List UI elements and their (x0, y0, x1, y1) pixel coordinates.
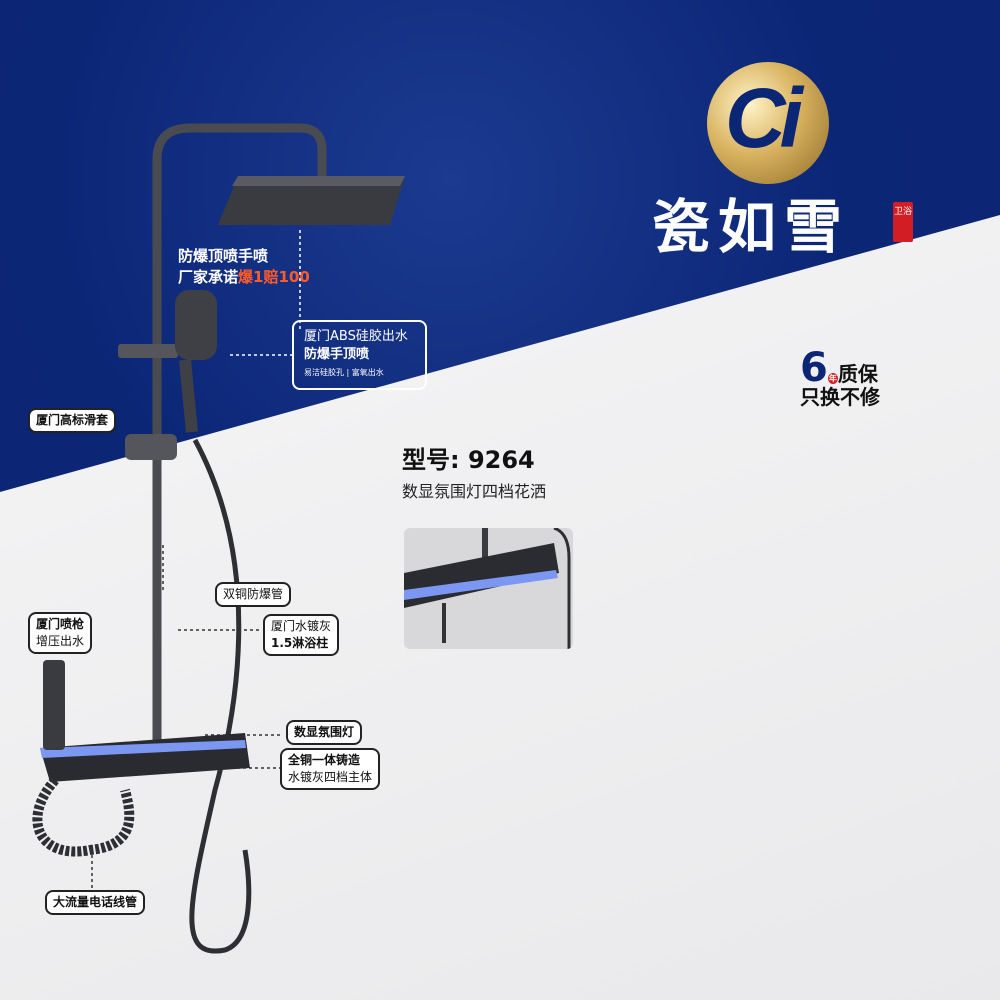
warranty-years: 6 (800, 345, 828, 391)
column-callout: 厦门水镀灰 1.5淋浴柱 (263, 614, 340, 656)
warranty-line-1: 质保 (837, 362, 878, 386)
logo-text: Ci (725, 71, 803, 165)
spray-callout: 厦门喷枪增压出水 (28, 612, 93, 654)
body-line-1: 全铜一体铸造 (288, 753, 361, 767)
head-line-3: 易洁硅胶孔 | 富氧出水 (304, 368, 384, 377)
headline-2-prefix: 厂家承诺 (178, 268, 239, 286)
brand-logo: Ci (707, 62, 829, 184)
detail-inset-image (404, 528, 573, 649)
spray-line-2: 增压出水 (36, 634, 85, 648)
brand-seal: 卫浴 (893, 202, 913, 242)
warranty-line-2: 只换不修 (800, 385, 880, 409)
hose-callout: 双铜防爆管 (215, 582, 292, 607)
coil-callout: 大流量电话线管 (45, 890, 146, 915)
column-line-2: 1.5淋浴柱 (271, 636, 329, 650)
display-callout: 数显氛围灯 (286, 720, 363, 745)
headline-1: 防爆顶喷手喷 (178, 247, 269, 265)
slider-callout: 厦门高标滑套 (28, 408, 117, 433)
spray-line-1: 厦门喷枪 (36, 617, 85, 631)
product-description: 数显氛围灯四档花洒 (402, 482, 547, 501)
headline-2-highlight: 爆1赔100 (238, 268, 310, 286)
head-callout: 厦门ABS硅胶出水 防爆手顶喷 易洁硅胶孔 | 富氧出水 (292, 320, 427, 390)
body-callout: 全铜一体铸造水镀灰四档主体 (280, 748, 381, 790)
head-line-1: 厦门ABS硅胶出水 (304, 329, 408, 344)
head-line-2: 防爆手顶喷 (304, 347, 370, 362)
body-line-2: 水镀灰四档主体 (288, 770, 373, 784)
brand-name: 瓷如雪 (652, 193, 851, 261)
warranty-year-char: 年 (827, 373, 838, 384)
warranty-badge: 6年质保 只换不修 (800, 345, 880, 410)
column-line-1: 厦门水镀灰 (271, 619, 332, 633)
headline-2: 厂家承诺爆1赔100 (178, 266, 310, 287)
model-number: 型号: 9264 (402, 446, 535, 474)
